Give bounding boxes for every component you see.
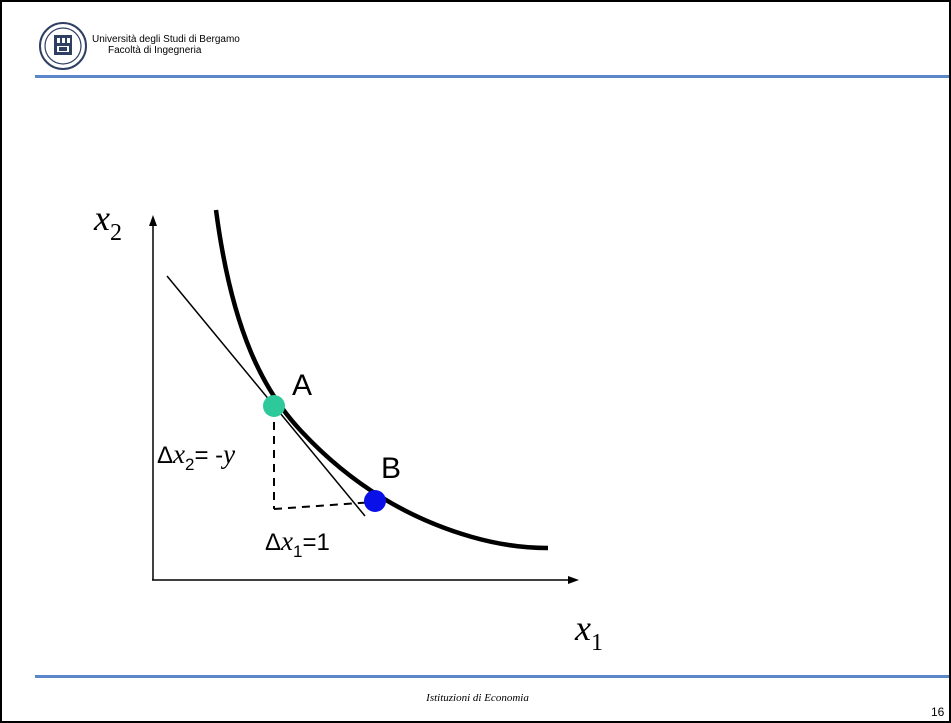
university-seal-icon (39, 22, 87, 70)
point-a-label: A (292, 369, 312, 402)
delta-x2-label: Δx2= -y (157, 439, 235, 474)
point-b-label: B (381, 452, 401, 485)
y-axis-arrow (149, 215, 157, 226)
point-a (263, 395, 285, 417)
x-axis-label: x1 (574, 608, 603, 656)
tangent-line (166, 275, 366, 517)
delta-x1-dashed-line (273, 501, 375, 510)
university-name: Università degli Studi di Bergamo (92, 34, 240, 45)
page-number: 16 (931, 705, 945, 719)
y-axis-label: x2 (93, 198, 122, 246)
point-b (364, 490, 386, 512)
indifference-curve (213, 209, 549, 551)
footer-rule (35, 675, 949, 678)
x-axis-arrow (568, 576, 579, 584)
university-header: Università degli Studi di Bergamo Facolt… (92, 34, 240, 56)
faculty-name: Facoltà di Ingegneria (108, 45, 202, 56)
footer-course-title: Istituzioni di Economia (426, 692, 529, 704)
delta-x1-label: Δx1=1 (265, 526, 330, 561)
header-rule (35, 75, 949, 78)
